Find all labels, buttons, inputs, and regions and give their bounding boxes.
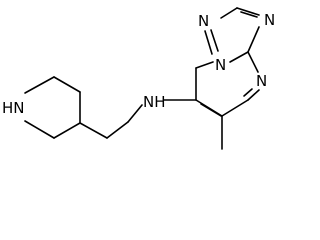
bond-pyr-5 [247,51,259,73]
bond-pip-5 [24,76,55,94]
atom-n-bridge: N [215,56,226,74]
bond-ch2-c [106,121,129,139]
bond-tri-1 [204,30,213,55]
bond-tri-2 [220,7,238,19]
bond-pyr-2b [200,103,222,117]
bond-pyr-3 [221,99,249,117]
atom-amine-nh: NH [143,93,166,111]
bond-pyr-7 [195,61,214,69]
bond-pip-4 [53,76,81,93]
linker [79,99,197,139]
bond-tri-3b [240,11,258,18]
pyrimidine-ring [195,51,260,150]
bond-c-nh [127,104,143,123]
bond-pyr-4 [247,89,260,101]
atom-n-triazole-top: N [264,11,275,29]
atom-n-triazole-left: N [198,12,209,30]
bond-tri-4 [247,26,260,53]
bond-tri-3 [236,7,260,16]
bond-pyr-4b [243,88,253,97]
bond-pip-ch2 [79,122,108,139]
piperidine-ring [24,76,81,139]
bond-pip-1 [24,120,55,139]
atom-piperidine-nh: HN [2,99,25,117]
atom-n-pyrimidine: N [256,72,267,90]
molecule-structure: N N N N NH HN [2,7,275,150]
bond-pip-2 [53,122,81,139]
triazole-ring [204,7,260,55]
bond-tri-1b [210,29,219,52]
bond-pyr-6 [229,51,249,63]
